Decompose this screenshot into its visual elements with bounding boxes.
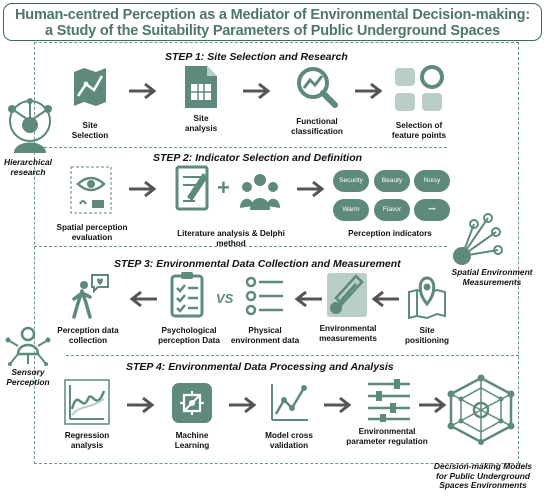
- divider-1: [34, 147, 447, 148]
- magnifier-chart-icon: [297, 67, 338, 108]
- equalizer-icon: [368, 379, 410, 422]
- step2-title: STEP 2: Indicator Selection and Definiti…: [153, 152, 363, 164]
- vs-label: VS: [216, 291, 234, 306]
- arrow-right-icon: [129, 180, 157, 198]
- arrow-right-icon: [419, 396, 447, 414]
- decision-models-label: Decision-making Models for Public Underg…: [433, 461, 533, 490]
- indicator-more: •••: [414, 199, 450, 221]
- arrow-left-icon: [371, 290, 399, 308]
- indicator-beauty: Beauty: [374, 170, 410, 192]
- title-box: Human-centred Perception as a Mediator o…: [3, 3, 542, 41]
- thermometer-icon: [327, 273, 367, 317]
- machine-learning-icon: [172, 383, 212, 423]
- indicator-flavor: Flavor: [374, 199, 410, 221]
- document-edit-icon: [175, 165, 209, 211]
- step1-title: STEP 1: Site Selection and Research: [165, 51, 348, 63]
- location-pin-icon: [408, 276, 446, 320]
- arrow-right-icon: [243, 82, 271, 100]
- indicator-security: Security: [333, 170, 369, 192]
- walking-person-icon: [72, 274, 109, 319]
- step4-title: STEP 4: Environmental Data Processing an…: [126, 361, 394, 373]
- arrow-right-icon: [297, 180, 325, 198]
- arrow-right-icon: [127, 396, 155, 414]
- spatial-network-icon: [453, 213, 503, 265]
- spreadsheet-icon: [185, 66, 217, 108]
- eye-perception-icon: [70, 166, 112, 214]
- divider-3: [66, 355, 519, 356]
- grid-points-icon: [395, 65, 444, 111]
- map-icon: [74, 68, 106, 106]
- step2-label-3: Perception indicators: [348, 229, 432, 238]
- hierarchical-research-icon: [8, 98, 52, 153]
- arrow-right-icon: [229, 396, 257, 414]
- indicator-noisy: Noisy: [414, 170, 450, 192]
- line-chart-icon: [271, 384, 308, 421]
- sliders-list-icon: [245, 276, 283, 316]
- step2-label-2: Literature analysis & Delphi method: [177, 229, 285, 248]
- arrow-right-icon: [129, 82, 157, 100]
- process-frame: [34, 42, 519, 464]
- divider-2: [34, 246, 447, 247]
- regression-chart-icon: [64, 379, 110, 425]
- plus-icon: +: [217, 175, 230, 200]
- network-cube-icon: [447, 374, 515, 445]
- title-line-1: Human-centred Perception as a Mediator o…: [15, 7, 530, 23]
- sensory-person-icon: [5, 326, 51, 366]
- people-group-icon: [240, 174, 280, 210]
- arrow-right-icon: [355, 82, 383, 100]
- arrow-left-icon: [294, 290, 322, 308]
- arrow-left-icon: [129, 290, 157, 308]
- step3-title: STEP 3: Environmental Data Collection an…: [114, 258, 401, 270]
- arrow-right-icon: [324, 396, 352, 414]
- indicator-warm: Warm: [333, 199, 369, 221]
- checklist-icon: [170, 272, 204, 318]
- title-line-2: a Study of the Suitability Parameters of…: [45, 23, 500, 39]
